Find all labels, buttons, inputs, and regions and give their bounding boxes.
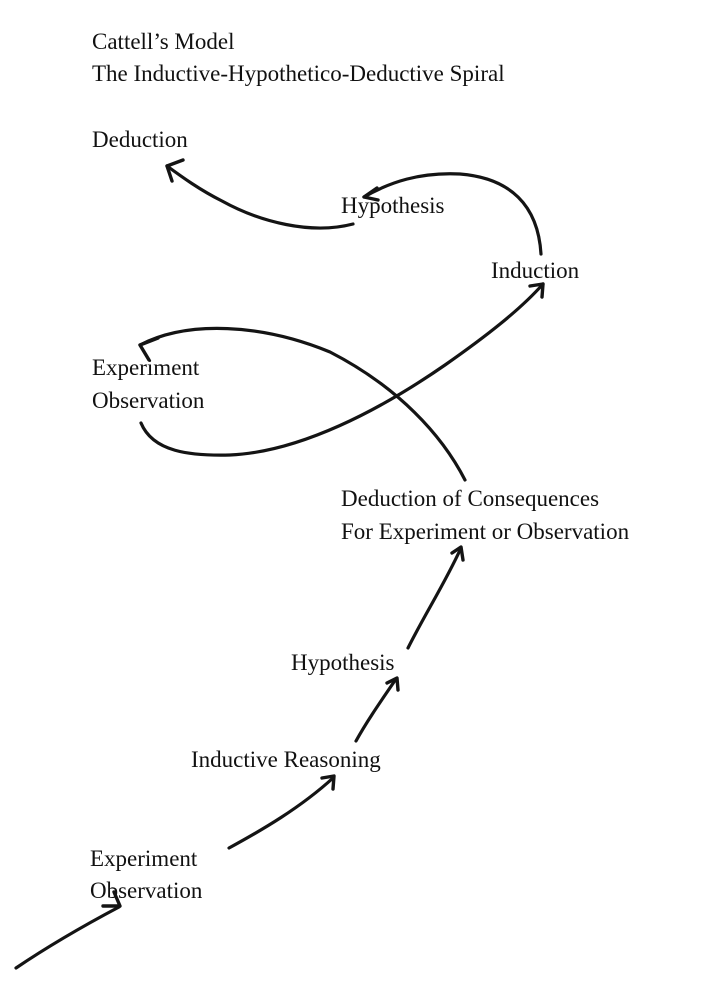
arrow-start-to-experiment	[14, 890, 122, 970]
arrow-experiment-to-inductive-reasoning	[227, 774, 336, 850]
node-experiment-upper-line1: Experiment	[92, 355, 200, 380]
diagram-title-block: Cattell’s Model The Inductive-Hypothetic…	[92, 26, 505, 90]
node-consequences-line1: Deduction of Consequences	[341, 486, 600, 511]
node-inductive-reasoning: Inductive Reasoning	[191, 747, 381, 772]
diagram-subtitle: The Inductive-Hypothetico-Deductive Spir…	[92, 61, 505, 86]
diagram-title: Cattell’s Model	[92, 29, 235, 54]
node-induction: Induction	[491, 258, 580, 283]
arrow-inductive-reasoning-to-hypothesis	[354, 676, 400, 743]
arrow-consequences-to-experiment-upper	[138, 326, 467, 482]
node-deduction: Deduction	[92, 127, 188, 152]
node-hypothesis-mid: Hypothesis	[291, 650, 395, 675]
arrow-induction-to-hypothesis-top	[362, 172, 543, 256]
node-experiment-lower-line2: Observation	[90, 878, 203, 903]
arrow-hypothesis-top-to-deduction	[165, 158, 355, 230]
node-experiment-upper-line2: Observation	[92, 388, 205, 413]
arrow-experiment-upper-to-induction	[139, 282, 545, 457]
node-hypothesis-top: Hypothesis	[341, 193, 445, 218]
arrow-hypothesis-to-consequences	[406, 545, 465, 650]
node-experiment-lower-line1: Experiment	[90, 846, 198, 871]
node-consequences-line2: For Experiment or Observation	[341, 519, 630, 544]
